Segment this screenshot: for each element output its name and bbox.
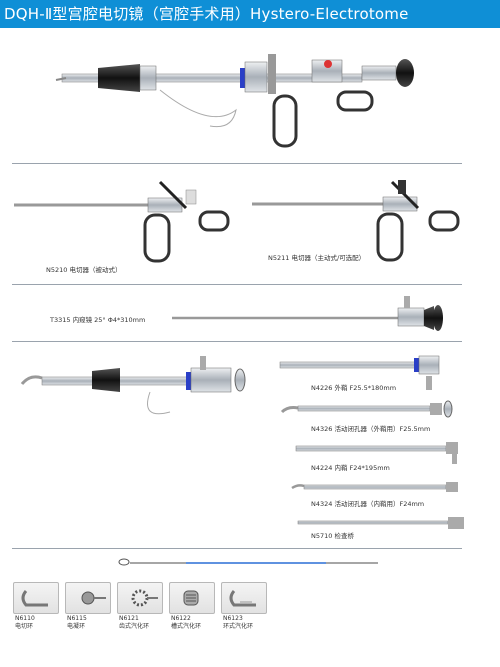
electrode-tile-n6123 xyxy=(221,582,267,614)
n5710-bridge xyxy=(297,517,464,529)
divider xyxy=(12,341,462,342)
n4326-label: N4326 活动闭孔器（外鞘用）F25.5mm xyxy=(311,425,431,433)
groove-vapor-icon xyxy=(183,590,199,606)
electrode-tile-n6122 xyxy=(169,582,215,614)
tooth-vapor-icon xyxy=(131,589,158,607)
divider xyxy=(12,163,462,164)
n5710-label: N5710 检查桥 xyxy=(311,532,354,540)
coag-ball-icon xyxy=(81,591,106,605)
sheath-assembly xyxy=(20,356,246,415)
n5210-working-element xyxy=(14,180,230,263)
n4226-label: N4226 外鞘 F25.5*180mm xyxy=(311,384,397,392)
n5211-label: N5211 电切器（主动式/可选配） xyxy=(268,254,366,262)
t3315-label: T3315 内窥镜 25° Φ4*310mm xyxy=(50,316,146,324)
ring-vapor-icon xyxy=(229,590,256,607)
t3315-telescope xyxy=(172,296,443,331)
cutting-loop-icon xyxy=(21,590,48,607)
n4224-label: N4224 内鞘 F24*195mm xyxy=(311,464,390,472)
electrode-tile-n6115 xyxy=(65,582,111,614)
divider xyxy=(12,284,462,285)
n4324-obturator xyxy=(291,482,458,492)
electrode-loop xyxy=(118,558,378,566)
electrode-tile-n6110 xyxy=(13,582,59,614)
n4224-inner-sheath xyxy=(295,442,458,464)
n4324-label: N4324 活动闭孔器（内鞘用）F24mm xyxy=(311,500,425,508)
n5211-working-element xyxy=(252,180,460,262)
n4326-obturator xyxy=(280,400,453,418)
page-title: DQH-Ⅱ型宫腔电切镜（宫腔手术用）Hystero-Electrotome xyxy=(4,5,409,23)
n4226-outer-sheath xyxy=(279,355,440,390)
title-bar: DQH-Ⅱ型宫腔电切镜（宫腔手术用）Hystero-Electrotome xyxy=(0,0,500,28)
assembled-resectoscope xyxy=(55,54,414,148)
n5210-label: N5210 电切器（被动式） xyxy=(46,266,122,274)
divider xyxy=(12,548,462,549)
electrode-tile-n6121 xyxy=(117,582,163,614)
